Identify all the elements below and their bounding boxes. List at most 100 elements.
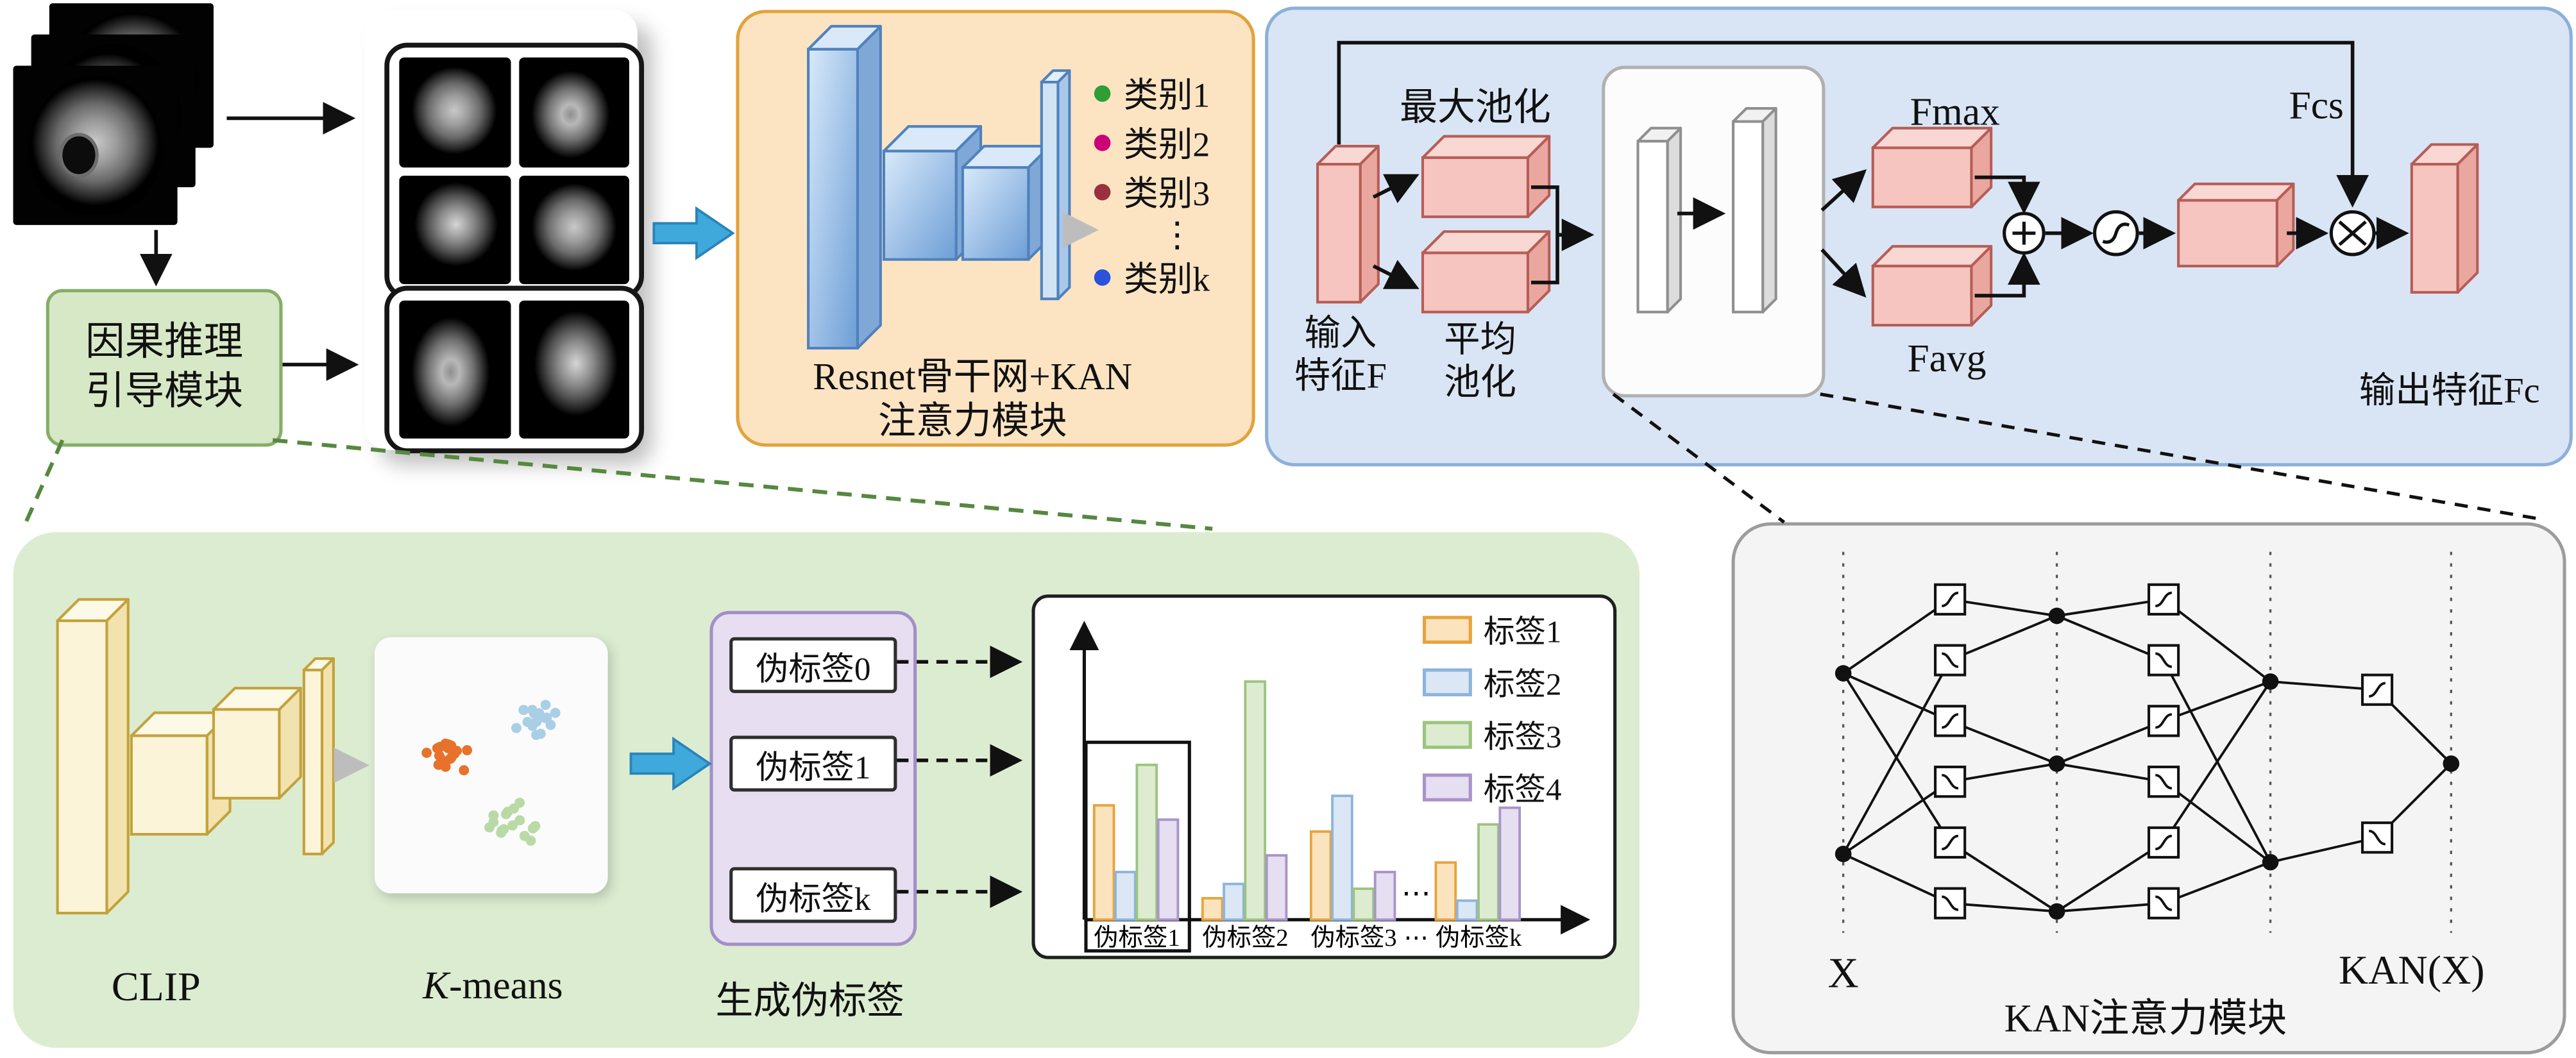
scatter-cluster bbox=[421, 738, 473, 776]
favg-label: Favg bbox=[1907, 338, 1987, 382]
avg-pool-line2: 池化 bbox=[1444, 361, 1516, 403]
highlight-box bbox=[1084, 741, 1191, 953]
bar bbox=[1265, 854, 1288, 921]
bar bbox=[1309, 830, 1332, 921]
class-label: 类别k bbox=[1123, 259, 1210, 299]
x-tick-label: 伪标签k bbox=[1436, 924, 1522, 952]
dashed-expand-right bbox=[272, 438, 1213, 531]
kan-activation-box bbox=[2148, 705, 2180, 737]
mri-group-bottom bbox=[384, 285, 644, 453]
pseudo-label-k-text: 伪标签k bbox=[756, 881, 871, 918]
activation-curve-icon bbox=[1941, 834, 1959, 851]
kan-activation-box bbox=[1934, 887, 1967, 919]
bar bbox=[1092, 804, 1115, 921]
fmax-label: Fmax bbox=[1910, 92, 2000, 135]
kan-node bbox=[1835, 665, 1852, 682]
class-item: 类别2 bbox=[1094, 118, 1210, 167]
x-tick-label: 伪标签1 bbox=[1094, 924, 1180, 952]
causal-module-label-line2: 引导模块 bbox=[85, 371, 244, 414]
legend-label: 标签4 bbox=[1483, 773, 1562, 809]
bar bbox=[1135, 763, 1158, 921]
legend-entry: 标签2 bbox=[1422, 660, 1562, 705]
avg-pool-label: 平均 池化 bbox=[1432, 319, 1528, 404]
kan-node bbox=[2048, 903, 2065, 920]
kan-node bbox=[2262, 673, 2279, 690]
class-label: 类别3 bbox=[1123, 174, 1210, 214]
activation-curve-icon bbox=[1941, 713, 1959, 729]
scatter-cluster bbox=[511, 700, 561, 741]
class-list: 类别1 类别2 类别3⋮ 类别k bbox=[1094, 69, 1210, 303]
shared-mlp-box bbox=[1602, 65, 1826, 398]
activation-curve-icon bbox=[2155, 895, 2173, 911]
bars-ellipsis: ⋯ bbox=[1402, 877, 1431, 910]
bar bbox=[1477, 823, 1500, 921]
pseudo-label-box-k: 伪标签k bbox=[729, 867, 897, 923]
legend-label: 标签3 bbox=[1483, 721, 1562, 756]
bar bbox=[1498, 806, 1521, 921]
kan-activation-box bbox=[2360, 821, 2394, 854]
mri-image bbox=[518, 300, 629, 439]
kan-activation-box bbox=[1934, 826, 1967, 859]
avg-pool-line1: 平均 bbox=[1444, 318, 1516, 360]
kan-activation-box bbox=[1934, 644, 1967, 676]
kan-activation-box bbox=[2360, 673, 2394, 706]
legend-entry: 标签3 bbox=[1422, 713, 1562, 757]
kmeans-scatter-box bbox=[374, 637, 608, 894]
kmeans-rest: -means bbox=[449, 965, 563, 1009]
kmeans-label: K-means bbox=[378, 966, 608, 1010]
activation-curve-icon bbox=[1941, 591, 1959, 608]
pseudo-label-box-1: 伪标签1 bbox=[729, 735, 897, 792]
bar bbox=[1157, 818, 1180, 921]
kan-network-drawing bbox=[1835, 551, 2460, 933]
legend-entry: 标签4 bbox=[1422, 766, 1562, 810]
mri-image bbox=[399, 300, 511, 439]
bar bbox=[1455, 899, 1479, 921]
fcs-label: Fcs bbox=[2289, 85, 2344, 128]
class-label: ⋮ bbox=[1160, 214, 1194, 254]
activation-curve-icon bbox=[2155, 834, 2173, 851]
class-item: 类别1 bbox=[1094, 69, 1210, 119]
class-color-bullet-icon bbox=[1094, 85, 1111, 102]
output-feature-label: 输出特征Fc bbox=[2359, 369, 2540, 411]
kan-activation-box bbox=[2148, 826, 2180, 859]
kan-activation-box bbox=[2148, 766, 2180, 798]
kan-node bbox=[2048, 755, 2065, 772]
bar bbox=[1223, 882, 1245, 921]
activation-curve-icon bbox=[1941, 652, 1959, 668]
class-label: 类别2 bbox=[1123, 124, 1210, 165]
activation-curve-icon bbox=[2155, 713, 2173, 729]
max-pool-label: 最大池化 bbox=[1400, 87, 1551, 128]
mri-image bbox=[518, 174, 629, 285]
causal-module-label-line1: 因果推理 bbox=[85, 321, 244, 365]
bar bbox=[1352, 887, 1375, 921]
legend-label: 标签2 bbox=[1483, 668, 1562, 703]
legend-swatch bbox=[1422, 773, 1472, 802]
pseudo-label-0-text: 伪标签0 bbox=[756, 651, 871, 687]
kan-module-label: KAN注意力模块 bbox=[2004, 998, 2287, 1041]
input-feature-line2: 特征F bbox=[1294, 355, 1387, 396]
class-item: 类别3 bbox=[1094, 167, 1210, 217]
legend-swatch bbox=[1422, 668, 1472, 696]
x-tick-label: 伪标签3 bbox=[1310, 924, 1396, 952]
bar bbox=[1244, 680, 1267, 921]
kan-node bbox=[2262, 853, 2279, 871]
scatter-cluster bbox=[484, 797, 541, 846]
kan-activation-box bbox=[1934, 705, 1967, 737]
pseudo-label-box-0: 伪标签0 bbox=[729, 637, 897, 693]
kan-activation-box bbox=[1934, 766, 1967, 798]
dashed-expand-left bbox=[21, 439, 65, 530]
mri-group-top bbox=[384, 42, 644, 299]
legend-swatch bbox=[1422, 616, 1472, 644]
big-blue-arrow-1 bbox=[652, 206, 735, 260]
class-color-bullet-icon bbox=[1094, 135, 1111, 151]
activation-curve-icon bbox=[2368, 830, 2386, 846]
legend-swatch bbox=[1422, 721, 1472, 749]
x-tick-label: ⋯ bbox=[1404, 925, 1428, 952]
activation-curve-icon bbox=[1941, 773, 1959, 790]
pseudo-label-1-text: 伪标签1 bbox=[756, 750, 871, 786]
class-color-bullet-icon bbox=[1094, 269, 1111, 286]
